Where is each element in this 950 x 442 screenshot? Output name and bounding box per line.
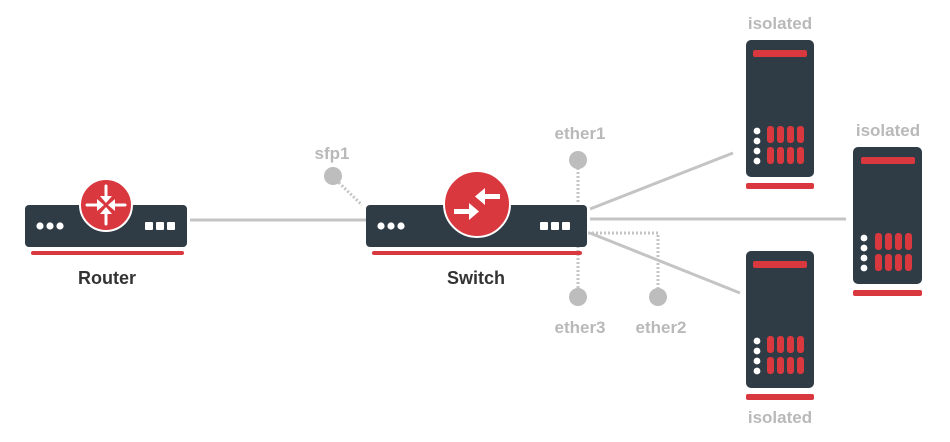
port-dot-ether3 [569, 288, 587, 306]
switch-arrows-icon [443, 170, 511, 238]
port-dot-ether2 [649, 288, 667, 306]
port-label-ether3: ether3 [554, 318, 605, 337]
server-top-top-stripe [753, 50, 807, 57]
server-bottom-base-stripe [746, 394, 814, 400]
server-bottom-label: isolated [748, 408, 812, 427]
server-bottom-led-dots [753, 337, 761, 375]
router-label: Router [78, 268, 136, 288]
router-base-stripe [31, 251, 184, 255]
server-top-base-stripe [746, 183, 814, 189]
router-led-dots [36, 222, 64, 230]
server-right-led-dots [860, 234, 868, 272]
server-right-body [853, 147, 922, 284]
server-right-base-stripe [853, 290, 922, 296]
server-top-label: isolated [748, 14, 812, 33]
server-right: isolated [853, 121, 922, 296]
server-right-label: isolated [856, 121, 920, 140]
port-label-sfp1: sfp1 [315, 144, 350, 163]
server-right-top-stripe [861, 157, 915, 164]
server-top-led-dots [753, 127, 761, 165]
server-bottom: isolated [746, 251, 814, 427]
switch-device: Switch [366, 170, 587, 288]
switch-port-squares [540, 222, 570, 230]
server-top: isolated [746, 14, 814, 189]
port-label-ether2: ether2 [635, 318, 686, 337]
port-labels: sfp1 ether1 ether3 ether2 [315, 124, 687, 337]
server-top-drive-bars [767, 126, 804, 164]
port-dot-sfp1 [324, 167, 342, 185]
port-dot-ether1 [569, 151, 587, 169]
links [190, 151, 846, 295]
server-right-drive-bars [875, 233, 912, 271]
link-switch-server-bottom [589, 231, 741, 295]
server-bottom-body [746, 251, 814, 388]
server-top-body [746, 40, 814, 177]
router-device: Router [25, 178, 187, 288]
server-bottom-top-stripe [753, 261, 807, 268]
switch-label: Switch [447, 268, 505, 288]
port-label-ether1: ether1 [554, 124, 605, 143]
server-bottom-drive-bars [767, 336, 804, 374]
router-arrows-icon [79, 178, 133, 232]
lead-sfp1 [331, 175, 364, 207]
lead-ether2 [588, 231, 660, 290]
port-leads [331, 168, 660, 290]
port-dots [324, 151, 667, 306]
switch-led-dots [377, 222, 405, 230]
router-port-squares [145, 222, 175, 230]
switch-base-stripe [372, 251, 582, 255]
link-switch-server-top [589, 151, 734, 211]
